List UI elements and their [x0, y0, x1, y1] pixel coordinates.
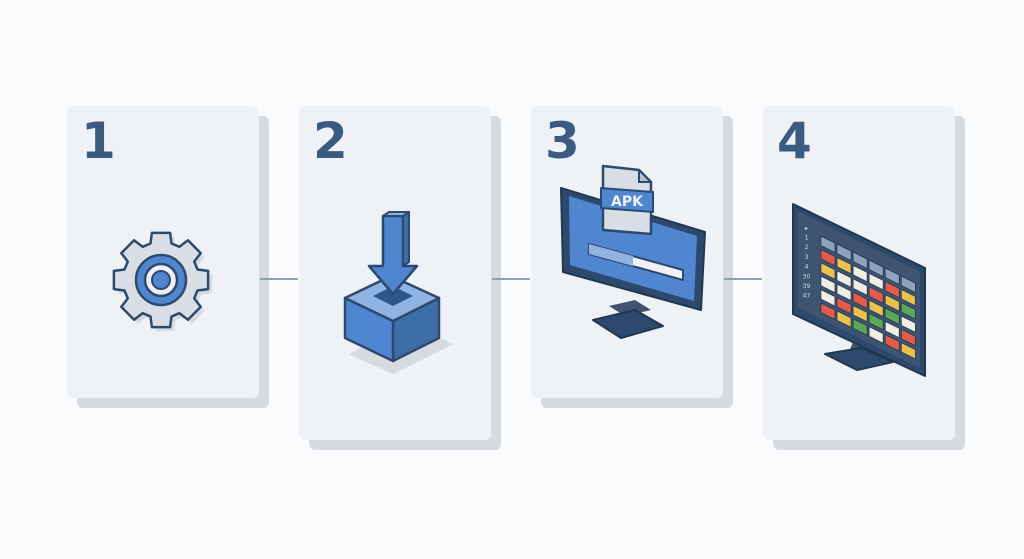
channel-tile: [868, 312, 884, 331]
channel-tile: [868, 299, 884, 318]
channel-tile: [868, 272, 884, 291]
grid-row-label: 39: [803, 283, 811, 290]
channel-tile: [884, 294, 900, 312]
grid-row-label: 47: [803, 293, 811, 300]
channel-tile: [852, 278, 868, 296]
channel-tile: [852, 304, 868, 323]
channel-tile: [868, 286, 884, 304]
channel-tile: [836, 283, 852, 302]
apk-file-icon: APK: [600, 164, 654, 236]
channel-tile: [884, 267, 900, 286]
channel-tile: [900, 328, 916, 347]
channel-tile: [836, 310, 852, 329]
channel-tile: [836, 270, 852, 288]
step-number-2: 2: [313, 112, 348, 170]
connector-1-2: [260, 278, 298, 280]
step-card-4: 4 ▸ 1 2 3 4 30 39 47: [763, 106, 955, 440]
channel-tile: [836, 256, 852, 275]
channel-tile: [820, 248, 836, 267]
step-card-3: 3 APK: [531, 106, 723, 398]
channel-tile: [900, 275, 916, 294]
connector-2-3: [492, 278, 530, 280]
step-card-1: 1: [67, 106, 259, 398]
channel-tile: [820, 262, 836, 280]
step-card-2: 2: [299, 106, 491, 440]
channel-tile: [884, 307, 900, 326]
channel-tile: [820, 288, 836, 307]
channel-tile: [852, 291, 868, 310]
step-number-1: 1: [81, 112, 116, 170]
channel-tile: [820, 302, 836, 321]
channel-tile: [900, 302, 916, 320]
channel-tile: [884, 280, 900, 299]
channel-tile: [868, 259, 884, 278]
step-number-3: 3: [545, 112, 580, 170]
grid-row-label: 4: [805, 264, 809, 271]
tv-apk-install-icon: APK: [560, 164, 706, 339]
grid-row-label: 30: [803, 273, 811, 280]
channel-tile: [852, 251, 868, 270]
channel-tile: [820, 235, 836, 254]
apk-label: APK: [611, 194, 644, 210]
grid-row-label: 1: [805, 235, 809, 242]
grid-row-label: ▸: [805, 225, 808, 232]
channel-tile: [836, 243, 852, 262]
channel-tile: [820, 275, 836, 294]
channel-tile: [900, 341, 916, 360]
channel-tile: [900, 288, 916, 307]
grid-row-label: 3: [805, 254, 809, 261]
channel-tile: [836, 296, 852, 315]
download-box-icon: [343, 211, 453, 374]
connector-3-4: [724, 278, 762, 280]
grid-row-label: 2: [805, 244, 809, 251]
channel-tile: [900, 315, 916, 334]
gear-icon: [112, 231, 213, 332]
tv-channel-grid-icon: ▸ 1 2 3 4 30 39 47: [792, 203, 926, 377]
channel-tile: [884, 320, 900, 339]
channel-tile: [852, 318, 868, 336]
channel-tile: [868, 326, 884, 344]
step-number-4: 4: [777, 112, 812, 170]
channel-tile: [852, 264, 868, 283]
channel-tile: [884, 334, 900, 352]
